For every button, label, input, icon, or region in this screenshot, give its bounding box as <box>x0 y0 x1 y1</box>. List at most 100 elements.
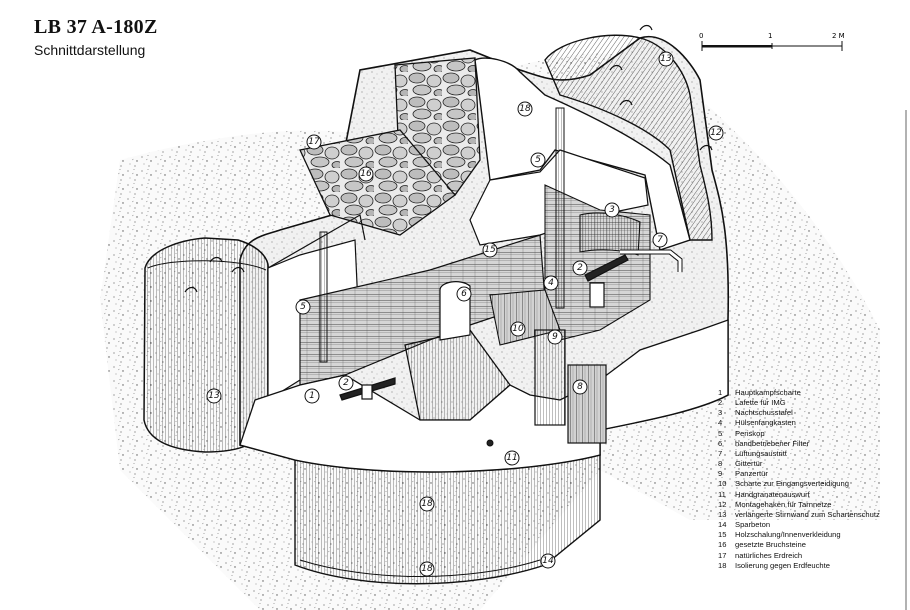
legend-item: 15 Holzschalung/Innenverkleidung <box>718 530 906 540</box>
legend-number: 16 <box>718 540 727 550</box>
callout-number: 5 <box>535 155 541 165</box>
callout-14: 14 <box>540 553 556 569</box>
legend-number: 7 <box>718 448 723 458</box>
callout-18: 18 <box>419 561 435 577</box>
legend-label: Montagehaken für Tarnnetze <box>735 499 832 509</box>
periscope-pipe-right <box>555 107 565 309</box>
callout-number: 18 <box>519 104 531 114</box>
mg-mount-right <box>584 254 629 308</box>
callout-number: 16 <box>360 169 372 179</box>
callout-12: 12 <box>708 125 724 141</box>
legend-label: Panzertür <box>735 469 768 479</box>
callout-number: 3 <box>609 205 615 215</box>
night-firing-board <box>579 212 641 256</box>
scale-tick-label: 1 <box>768 32 772 40</box>
callout-number: 18 <box>421 499 433 509</box>
legend-item: 17 natürliches Erdreich <box>718 551 906 561</box>
callout-number: 9 <box>552 332 558 342</box>
callout-5: 5 <box>295 299 311 315</box>
callout-4: 4 <box>543 275 559 291</box>
callout-number: 14 <box>542 556 554 566</box>
callout-number: 7 <box>657 235 663 245</box>
grille-door <box>567 364 607 444</box>
legend-item: 12 Montagehaken für Tarnnetze <box>718 500 906 510</box>
legend-label: Holzschalung/Innenverkleidung <box>735 530 841 540</box>
callout-18: 18 <box>419 496 435 512</box>
legend-number: 4 <box>718 418 723 428</box>
legend-item: 9 Panzertür <box>718 469 906 479</box>
callout-6: 6 <box>456 286 472 302</box>
legend-label: verlängerte Stirnwand zum Schartenschutz <box>735 509 880 519</box>
legend-item: 8 Gittertür <box>718 459 906 469</box>
periscope-pipe-left <box>319 231 328 363</box>
legend-label: Sparbeton <box>735 520 771 530</box>
callout-11: 11 <box>504 450 520 466</box>
grenade-chute <box>486 439 494 447</box>
callout-number: 13 <box>660 54 672 64</box>
montage-hooks <box>184 24 713 293</box>
callout-8: 8 <box>572 379 588 395</box>
legend-number: 11 <box>718 489 726 499</box>
legend-number: 18 <box>718 560 727 570</box>
legend-label: Hauptkampfscharte <box>735 388 801 397</box>
legend-number: 10 <box>718 479 727 489</box>
callout-number: 4 <box>548 278 554 288</box>
callout-17: 17 <box>306 134 322 150</box>
legend-number: 15 <box>718 530 727 540</box>
legend-label: Periskop <box>735 428 765 438</box>
legend-number: 3 <box>718 408 723 418</box>
rubble-stone-floor <box>299 129 456 236</box>
callout-number: 17 <box>308 137 320 147</box>
legend-label: handbetriebener Filter <box>735 438 810 448</box>
callout-1: 1 <box>304 388 320 404</box>
legend-number: 12 <box>718 499 727 509</box>
legend-item: 3 Nachtschusstafel <box>718 408 906 418</box>
legend-label: Nachtschusstafel <box>735 408 793 418</box>
legend-item: 4 Hülsenfangkasten <box>718 418 906 428</box>
mg-mount-left <box>339 377 396 401</box>
callout-18: 18 <box>517 101 533 117</box>
legend-number: 14 <box>718 520 727 530</box>
callout-13: 13 <box>658 51 674 67</box>
legend-number: 9 <box>718 469 723 479</box>
legend-item: 6 handbetriebener Filter <box>718 439 906 449</box>
drawing-title: LB 37 A-180Z <box>34 16 158 38</box>
scale-tick-label: 0 <box>699 32 703 40</box>
armored-door <box>534 329 566 426</box>
callout-5: 5 <box>530 152 546 168</box>
scale-bar: 0 1 2 M <box>699 32 845 51</box>
legend-number: 5 <box>718 428 723 438</box>
legend-label: Hülsenfangkasten <box>735 418 796 428</box>
legend-label: Gittertür <box>735 459 763 469</box>
drawing-subtitle: Schnittdarstellung <box>34 42 146 58</box>
callouts: 1 2 2 3 4 5 5 6 7 8 9 10 11 12 13 13 14 … <box>206 51 724 577</box>
legend-number: 8 <box>718 459 723 469</box>
legend-number: 17 <box>718 550 727 560</box>
callout-number: 15 <box>484 245 496 255</box>
callout-number: 2 <box>343 378 349 388</box>
callout-2: 2 <box>338 375 354 391</box>
callout-10: 10 <box>510 321 526 337</box>
legend-label: natürliches Erdreich <box>735 550 803 560</box>
callout-number: 6 <box>461 289 467 299</box>
legend-number: 6 <box>718 438 723 448</box>
callout-number: 5 <box>300 302 306 312</box>
legend-item: 11 Handgranatenauswurf <box>718 490 906 500</box>
legend-label: Handgranatenauswurf <box>735 489 810 499</box>
legend-item: 2 Lafette für IMG <box>718 398 906 408</box>
callout-9: 9 <box>547 329 563 345</box>
callout-15: 15 <box>482 242 498 258</box>
callout-number: 10 <box>512 324 524 334</box>
callout-13: 13 <box>206 388 222 404</box>
legend-number: 2 <box>718 398 723 408</box>
callout-16: 16 <box>358 166 374 182</box>
callout-number: 13 <box>208 391 220 401</box>
legend-label: Lafette für IMG <box>735 398 786 408</box>
callout-number: 18 <box>421 564 433 574</box>
